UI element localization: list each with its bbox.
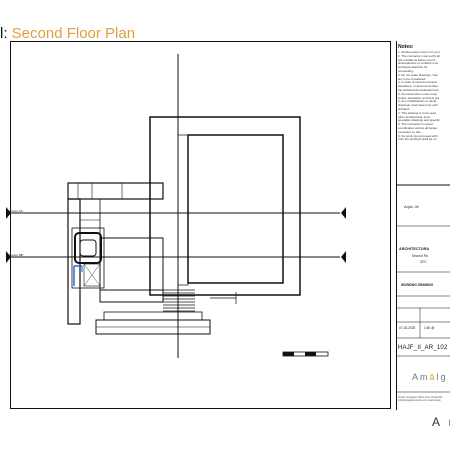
logo-text-accent: â [429, 372, 437, 382]
note-line: 3. Do not scale drawings. Use [398, 72, 438, 77]
note-line: 8. The contractor is respon [398, 122, 434, 127]
left-wing-room [99, 237, 164, 291]
studio-address: Studio, Amalgam Office Area, Hosali Rd i… [398, 396, 442, 402]
drawing-set: ARCHITECTURA [399, 247, 430, 251]
building-outline-inner [187, 134, 284, 284]
note-line: specialist drawings and specific [398, 118, 440, 123]
building-outline-outer [149, 116, 301, 296]
logo-text-end: lg [436, 372, 448, 382]
left-wing-wall [67, 198, 81, 325]
section-arrow-right-lower [341, 251, 346, 263]
note-line: discrepancies or conflicts mus [398, 61, 439, 66]
drawing-status: WORKING DRAWING [401, 283, 434, 287]
title-block-panel [396, 41, 450, 410]
note-line: 1. All dimensions are in mm unl [398, 50, 440, 54]
note-line: proceeding. [398, 68, 414, 73]
note-line: 7. This drawing is to be read [398, 110, 436, 115]
studio-logo: Amâlg [412, 372, 448, 382]
address-line: info@amalgamstudio.com www.amalg [398, 399, 441, 403]
note-line: are to be considered. [398, 76, 427, 81]
client-name: Arjun Je [404, 204, 419, 209]
drawing-code: HAJF_II_AR_102 [398, 345, 448, 351]
note-line: architect. [398, 106, 411, 111]
drawing-date: 07-03-2025 [399, 326, 416, 330]
section-tag-upper: Section AA' [8, 209, 24, 213]
title-prefix: l: [0, 25, 8, 42]
stair-treads [163, 289, 195, 312]
title-name: Second Floor Plan [11, 25, 136, 42]
note-line: 4. In case of incorrect dimens [398, 80, 438, 85]
logo-text-main: Am [412, 372, 430, 382]
left-wing-top-slab [67, 182, 164, 200]
note-line: the architects/consultants befo [398, 87, 439, 92]
note-line: 2. The contractor must verify all [398, 53, 440, 58]
note-line: execution on site. [398, 129, 422, 134]
note-line: 5. All construction must comp [398, 91, 438, 96]
corner-label: A r [432, 415, 450, 429]
section-arrow-left-upper [6, 207, 11, 219]
drawing-sheet-frame [10, 41, 391, 409]
note-line: architects attention for [398, 65, 428, 70]
note-line: from the architect shall be on [398, 137, 437, 142]
stair-block [71, 227, 105, 289]
note-line: 6. Any modifications or devia [398, 99, 437, 104]
note-line: other architectural, struc [398, 114, 431, 119]
address-line: Studio, Amalgam Office Area, Hosali Rd [398, 396, 443, 399]
notes-panel: Notes: 1. All dimensions are in mm unl 2… [398, 44, 450, 180]
section-arrow-left-lower [6, 251, 11, 263]
drawing-name: Second Flo [412, 254, 429, 258]
note-line: drawings must have prior writt [398, 103, 438, 108]
section-tag-lower: Section BB' [8, 253, 24, 257]
drawing-scale: 1:50 @ [424, 326, 435, 330]
note-line: elevations, or documents then [398, 84, 439, 89]
drawing-title: l: Second Floor Plan [0, 25, 135, 42]
note-line: codes, standards, and best pra [398, 95, 440, 100]
note-line: coordination across all trades [398, 125, 438, 130]
drawing-type: GFC [420, 260, 427, 264]
section-arrow-right-upper [341, 207, 346, 219]
fixture-outline [74, 232, 102, 264]
notes-heading: Notes: [398, 44, 414, 50]
note-line: site conditions before comm [398, 57, 436, 62]
note-line: 9. No work must proceed with [398, 133, 438, 138]
